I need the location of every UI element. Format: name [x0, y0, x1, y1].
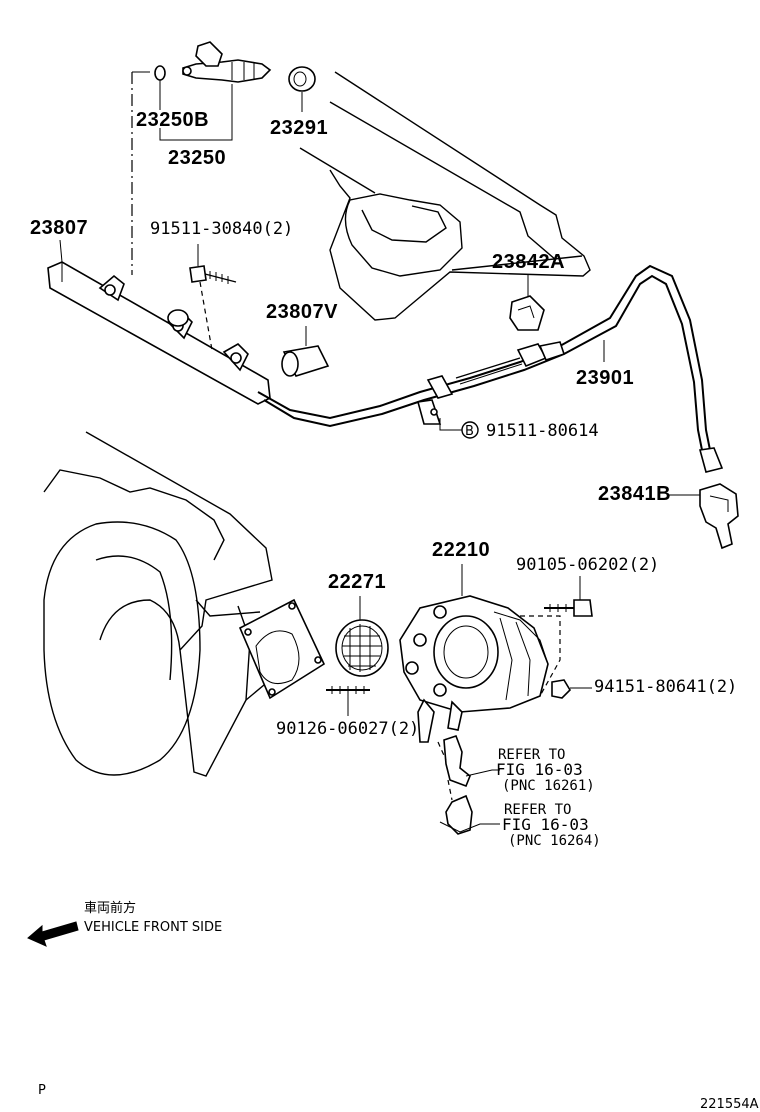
label-94151-80641: 94151-80641(2): [594, 677, 737, 697]
footer-right: 221554A: [700, 1097, 759, 1112]
ref1-fig: FIG 16-03: [496, 760, 583, 779]
bolt-91511-30840: [189, 265, 237, 284]
fuel-pipe: [257, 264, 724, 473]
hose-upper: [443, 734, 471, 788]
ref2-pnc: (PNC 16264): [508, 833, 601, 849]
label-23250: 23250: [168, 147, 226, 169]
nut-94151: [551, 679, 572, 699]
label-91511-30840: 91511-30840(2): [150, 219, 293, 239]
bolt-b-marker: B: [461, 421, 479, 439]
gasket-22271: [335, 619, 389, 677]
footer-left: P: [38, 1083, 46, 1098]
grommet-23807v: [281, 345, 330, 377]
vehicle-front-arrow-icon: [27, 921, 79, 947]
label-23291: 23291: [270, 117, 328, 139]
damper-23842a: [509, 295, 545, 331]
label-23250B: 23250B: [136, 109, 209, 131]
label-23807: 23807: [30, 217, 88, 239]
ref2-refer: REFER TO: [504, 802, 571, 818]
grommet: [288, 66, 316, 92]
bolt-90105: [544, 599, 593, 617]
intake-manifold: [43, 431, 273, 777]
throttle-body: [399, 595, 561, 743]
ref1-refer: REFER TO: [498, 747, 565, 763]
front-label-en: VEHICLE FRONT SIDE: [84, 920, 222, 935]
hose-lower: [445, 794, 473, 835]
reference-note-1: REFER TO FIG 16-03 (PNC 16261): [496, 747, 595, 794]
stud-90126: [326, 686, 370, 694]
label-23842A: 23842A: [492, 251, 565, 273]
label-90105-06202: 90105-06202(2): [516, 555, 659, 575]
ref2-fig: FIG 16-03: [502, 815, 589, 834]
label-22271: 22271: [328, 571, 386, 593]
label-91511-80614: 91511-80614: [486, 421, 599, 441]
fuel-delivery-rail: [47, 261, 271, 405]
label-90126-06027: 90126-06027(2): [276, 719, 419, 739]
label-23807V: 23807V: [266, 301, 338, 323]
label-23841B: 23841B: [598, 483, 671, 505]
front-label-jp: 車両前方: [84, 900, 136, 916]
engine-cover-outline: [299, 71, 591, 321]
label-22210: 22210: [432, 539, 490, 561]
fuel-injector: [182, 41, 272, 83]
label-23901: 23901: [576, 367, 634, 389]
manifold-flange: [238, 598, 326, 700]
ref1-pnc: (PNC 16261): [502, 778, 595, 794]
clip-23841b: [699, 483, 739, 550]
reference-note-2: REFER TO FIG 16-03 (PNC 16264): [502, 802, 601, 849]
o-ring: [154, 65, 166, 81]
bolt-b-letter: B: [465, 424, 474, 439]
